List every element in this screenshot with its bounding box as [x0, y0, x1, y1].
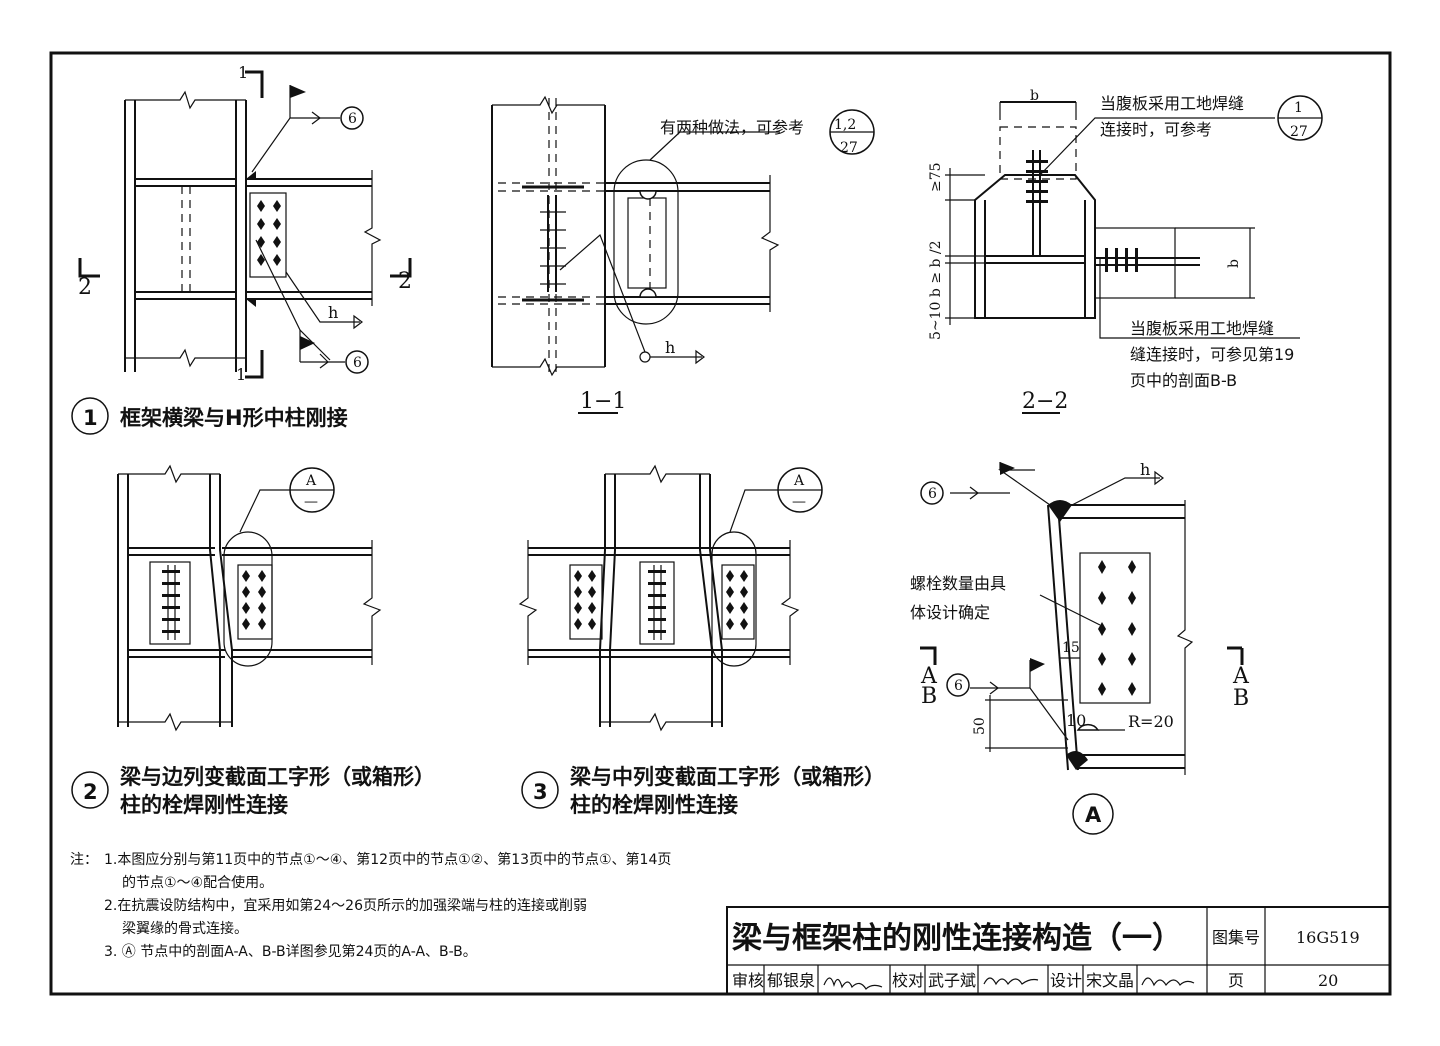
page-number: 20	[1318, 971, 1338, 990]
designer-name: 宋文晶	[1086, 971, 1134, 990]
section-2-2-note-bottom-3: 页中的剖面B-B	[1130, 371, 1237, 390]
detail-a-mark-b-right: B	[1233, 686, 1249, 711]
design-label: 设计	[1050, 971, 1082, 990]
detail-2-number: 2	[83, 780, 98, 804]
section-2-2-drawing	[945, 95, 1323, 414]
detail-3-ref-bottom: —	[792, 494, 806, 510]
section-2-2-note-bottom-1: 当腹板采用工地焊缝	[1130, 319, 1274, 338]
detail-a-dim-15: 15	[1062, 640, 1080, 656]
detail-1-drawing	[71, 70, 412, 435]
notes-label: 注：	[70, 852, 98, 868]
page-label: 页	[1228, 971, 1244, 990]
detail-a-dim-10: 10	[1066, 711, 1086, 730]
detail-a-weld-ref-top: 6	[928, 486, 937, 502]
reviewer-name: 郁银泉	[767, 971, 815, 990]
detail-3-number: 3	[533, 780, 548, 804]
atlas-label: 图集号	[1212, 928, 1260, 947]
dim-bf2: 5~10 b ≥ b /2	[928, 240, 944, 340]
detail-2-caption-2: 柱的栓焊刚性连接	[120, 793, 288, 817]
weld-ref-bottom: 6	[353, 355, 362, 371]
section-1-1-title: 1−1	[580, 389, 626, 414]
checker-signature	[983, 977, 1039, 986]
section-mark-2-right: 2	[398, 269, 412, 294]
section-1-1-ref-bottom: 27	[840, 140, 858, 156]
section-2-2-title: 2−2	[1022, 389, 1068, 414]
section-1-1-drawing	[491, 95, 875, 414]
detail-a-hf: h	[1140, 460, 1150, 479]
detail-a-bolt-note-1: 螺栓数量由具	[910, 574, 1006, 593]
note-2-line-2: 梁翼缘的骨式连接。	[122, 920, 248, 937]
note-2-line-1: 2.在抗震设防结构中，宜采用如第24～26页所示的加强梁端与柱的连接或削弱	[104, 897, 587, 914]
detail-a-mark-b-left: B	[921, 684, 937, 709]
checker-name: 武子斌	[928, 971, 976, 990]
dim-75: ≥75	[928, 162, 944, 192]
section-mark-1-bottom: 1	[236, 365, 246, 384]
section-1-1-ref-top: 1,2	[834, 117, 856, 133]
note-1-line-2: 的节点①～④配合使用。	[122, 874, 273, 891]
detail-a-weld-ref-bottom: 6	[954, 678, 963, 694]
detail-3-caption-1: 梁与中列变截面工字形（或箱形）	[569, 765, 885, 789]
title-block	[726, 906, 1391, 995]
atlas-number: 16G519	[1296, 928, 1360, 947]
section-2-2-note-top-1: 当腹板采用工地焊缝	[1100, 94, 1244, 113]
section-mark-2-left: 2	[78, 275, 92, 300]
detail-2-ref-top: A	[305, 473, 317, 489]
dim-bf-right: b	[1226, 259, 1242, 268]
detail-2-caption-1: 梁与边列变截面工字形（或箱形）	[119, 765, 435, 789]
hf-label-1-1: h	[665, 338, 675, 357]
detail-2-drawing	[71, 464, 382, 809]
detail-3-drawing	[518, 464, 823, 809]
detail-3-ref-top: A	[793, 473, 805, 489]
section-1-1-note: 有两种做法，可参考	[660, 118, 804, 137]
detail-1-caption: 框架横梁与H形中柱刚接	[120, 406, 348, 430]
drawing-title: 梁与框架柱的刚性连接构造（一）	[732, 921, 1182, 956]
sheet-border	[49, 51, 1392, 996]
detail-2-ref-bottom: —	[304, 494, 318, 510]
hf-label-1: h	[328, 303, 338, 322]
note-1-line-1: 1.本图应分别与第11页中的节点①～④、第12页中的节点①②、第13页中的节点①…	[104, 851, 671, 868]
detail-a-mark-a-right: A	[1232, 664, 1250, 689]
section-2-2-ref-top: 1	[1294, 100, 1303, 116]
section-2-2-ref-bottom: 27	[1290, 124, 1308, 140]
dim-bf-top: b	[1030, 88, 1039, 104]
section-mark-1-top: 1	[238, 63, 248, 82]
weld-ref-top: 6	[348, 111, 357, 127]
detail-a-mark-a-left: A	[920, 664, 938, 689]
reviewer-signature	[823, 977, 883, 990]
detail-a-radius: R=20	[1128, 712, 1174, 731]
detail-3-caption-2: 柱的栓焊刚性连接	[570, 793, 738, 817]
note-3: 3. Ⓐ 节点中的剖面A-A、B-B详图参见第24页的A-A、B-B。	[104, 943, 477, 960]
review-label: 审核	[732, 971, 764, 990]
detail-1-number: 1	[83, 406, 98, 430]
designer-signature	[1141, 977, 1195, 987]
detail-a-dim-50: 50	[972, 717, 988, 735]
section-2-2-note-bottom-2: 缝连接时，可参见第19	[1130, 345, 1294, 364]
detail-a-drawing	[920, 462, 1244, 835]
section-2-2-note-top-2: 连接时，可参考	[1100, 120, 1212, 139]
detail-a-bolt-note-2: 体设计确定	[910, 603, 990, 622]
check-label: 校对	[892, 971, 924, 990]
detail-a-number: A	[1085, 803, 1102, 827]
